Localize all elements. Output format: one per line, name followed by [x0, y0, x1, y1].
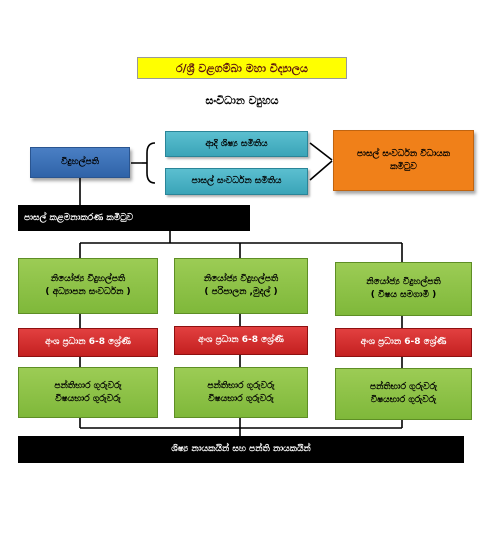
section-head-label: අංශ ප්‍රධාන 6-8 ශ්‍රේණි [360, 337, 447, 347]
principal-box: විදුහල්පති [30, 147, 130, 178]
management-committee-label: පාසල් කළමනාකරණ කමිටුව [24, 212, 134, 223]
section-head-box-2: අංශ ප්‍රධාන 6-8 ශ්‍රේණි [174, 326, 308, 355]
deputy-title: නියෝජ්‍ය විදුහල්පති [203, 274, 279, 284]
subject-teachers-label: විෂයභාර ගුරුවරු [55, 393, 121, 404]
alumni-association-box: ආදි ශිෂ්‍ය සමිතිය [165, 131, 308, 157]
deputy-area: ( අධ්‍යාපන සංවර්ධන ) [45, 287, 131, 297]
alumni-association-label: ආදි ශිෂ්‍ය සමිතිය [205, 138, 268, 149]
principal-label: විදුහල්පති [61, 157, 99, 167]
teachers-box-2: පන්තිභාර ගුරුවරු විෂයභාර ගුරුවරු [174, 367, 308, 418]
teachers-box-1: පන්තිභාර ගුරුවරු විෂයභාර ගුරුවරු [18, 367, 158, 418]
deputy-box-academic: නියෝජ්‍ය විදුහල්පති ( අධ්‍යාපන සංවර්ධන ) [18, 258, 158, 314]
connector-sdc-exec [309, 160, 333, 181]
deputy-title: නියෝජ්‍ය විදුහල්පති [50, 274, 126, 284]
page-title: ර/ශ්‍රී වළගම්බා මහා විද්‍යාලය [137, 57, 347, 79]
section-head-label: අංශ ප්‍රධාන 6-8 ශ්‍රේණි [45, 337, 131, 347]
connector-alumni-exec [309, 142, 333, 161]
section-head-box-1: අංශ ප්‍රධාන 6-8 ශ්‍රේණි [18, 328, 158, 357]
sdc-box: පාසල් සංවර්ධන සමිතිය [165, 168, 308, 195]
deputy-box-cocurricular: නියෝජ්‍ය විදුහල්පති ( විෂය සමගාමී ) [335, 262, 472, 316]
sdc-executive-box: පාසල් සංවර්ධන විධායක කමිටුව [333, 130, 474, 191]
section-head-box-3: අංශ ප්‍රධාන 6-8 ශ්‍රේණි [335, 328, 472, 357]
deputy-area: ( විෂය සමගාමී ) [370, 290, 437, 300]
deputy-title: නියෝජ්‍ය විදුහල්පති [366, 277, 441, 287]
student-leaders-box: ශිෂ්‍ය නායකයින් සහ පන්ති නායකයින් [18, 436, 464, 463]
subject-teachers-label: විෂයභාර ගුරුවරු [208, 393, 274, 404]
subject-teachers-label: විෂයභාර ගුරුවරු [370, 395, 437, 405]
sdc-label: පාසල් සංවර්ධන සමිතිය [191, 176, 282, 186]
teachers-box-3: පන්තිභාර ගුරුවරු විෂයභාර ගුරුවරු [335, 368, 472, 420]
class-teachers-label: පන්තිභාර ගුරුවරු [54, 380, 122, 391]
management-committee-box: පාසල් කළමනාකරණ කමිටුව [18, 205, 250, 231]
class-teachers-label: පන්තිභාර ගුරුවරු [369, 382, 438, 392]
deputy-area: ( පරිපාලන ,මුදල් ) [204, 287, 278, 297]
sdc-executive-label: පාසල් සංවර්ධන විධායක කමිටුව [356, 148, 451, 172]
student-leaders-label: ශිෂ්‍ය නායකයින් සහ පන්ති නායකයින් [171, 444, 311, 454]
page-subtitle: සංවිධාන ව්‍යුහය [205, 93, 279, 107]
section-head-label: අංශ ප්‍රධාන 6-8 ශ්‍රේණි [198, 335, 284, 345]
class-teachers-label: පන්තිභාර ගුරුවරු [207, 380, 275, 391]
deputy-box-admin: නියෝජ්‍ය විදුහල්පති ( පරිපාලන ,මුදල් ) [174, 258, 308, 314]
